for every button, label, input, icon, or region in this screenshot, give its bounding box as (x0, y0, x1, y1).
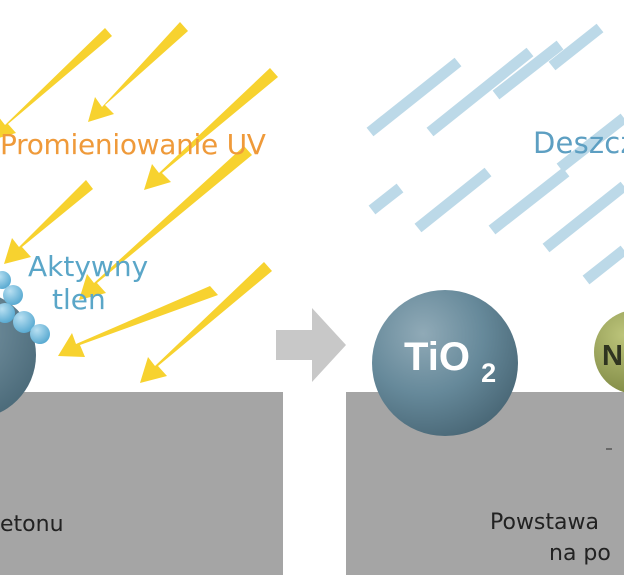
rain-streak (492, 40, 564, 100)
oxygen-bubble (3, 285, 23, 305)
right-surface-caption-line1: Powstawa (490, 510, 599, 535)
uv-arrow (0, 28, 112, 138)
rain-streak (366, 57, 462, 137)
tio2-label: TiO 2 (404, 335, 496, 388)
uv-arrow (4, 180, 93, 264)
tio2-subscript: 2 (481, 358, 496, 388)
oxygen-bubble (0, 271, 11, 289)
rain-streak (368, 183, 404, 215)
tio2-particle (372, 290, 518, 436)
left-concrete-surface (0, 392, 283, 575)
rain-streak (488, 167, 570, 235)
partial-particle (594, 311, 624, 393)
left-surface-caption: etonu (0, 512, 64, 537)
rain-streak (426, 47, 534, 137)
uv-arrow (140, 262, 272, 383)
active-oxygen-bubbles (0, 271, 50, 344)
rain-label: Deszcz (533, 126, 624, 160)
oxygen-bubble (0, 303, 15, 323)
rain-streak (556, 113, 624, 173)
uv-arrows (0, 22, 278, 383)
partial-particle-label: N (602, 340, 623, 372)
right-surface-caption-line2: na po (549, 541, 611, 566)
uv-radiation-label: Promieniowanie UV (0, 128, 266, 161)
oxygen-bubble (13, 311, 35, 333)
rain-streak (548, 23, 604, 71)
rain-streak (414, 167, 492, 233)
oxygen-bubble (30, 324, 50, 344)
rain-streak (582, 245, 624, 285)
uv-arrow (144, 68, 278, 190)
rain-streaks (366, 23, 624, 285)
uv-arrow (58, 286, 218, 357)
active-oxygen-label-line1: Aktywny (28, 250, 149, 283)
uv-arrow (79, 146, 252, 300)
transition-arrow (276, 308, 346, 382)
rain-streak (542, 181, 624, 253)
tio2-text: TiO (404, 335, 470, 379)
uv-arrow (88, 22, 188, 122)
active-oxygen-label-line2: tlen (52, 283, 106, 316)
